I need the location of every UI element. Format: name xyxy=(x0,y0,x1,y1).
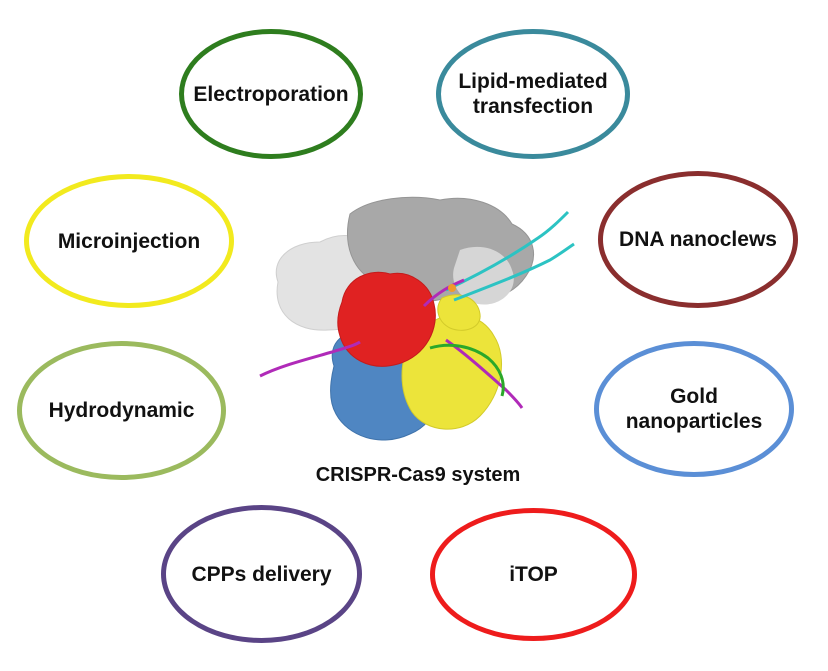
itop-ellipse: iTOP xyxy=(430,508,637,641)
crispr-cas9-label: CRISPR-Cas9 system xyxy=(315,464,521,486)
dna-nanoclews-label: DNA nanoclews xyxy=(619,228,777,251)
hydrodynamic-label: Hydrodynamic xyxy=(48,399,195,422)
green-strand xyxy=(429,343,505,397)
itop-label: iTOP xyxy=(509,563,558,586)
lipid-mediated-transfection-ellipse: Lipid-mediated transfection xyxy=(436,29,630,159)
gold-nanoparticles-ellipse: Gold nanoparticles xyxy=(594,341,794,477)
guide-rna-right xyxy=(445,338,524,409)
cpps-delivery-label: CPPs delivery xyxy=(191,562,332,586)
gold-nanoparticles-label: Gold nanoparticles xyxy=(625,385,763,433)
red-domain xyxy=(337,271,436,367)
lipid-mediated-transfection-label: Lipid-mediated transfection xyxy=(458,70,608,118)
guide-rna-upper xyxy=(422,278,465,308)
electroporation-ellipse: Electroporation xyxy=(179,29,363,159)
cpps-delivery-ellipse: CPPs delivery xyxy=(161,505,362,643)
microinjection-ellipse: Microinjection xyxy=(24,174,234,308)
target-dna-strand-2 xyxy=(453,242,575,302)
hydrodynamic-ellipse: Hydrodynamic xyxy=(17,341,226,480)
guide-rna-left xyxy=(259,340,361,378)
yellow-upper-domain xyxy=(437,294,481,331)
target-dna-strand-1 xyxy=(445,210,570,292)
cas9-structure-illustration xyxy=(259,196,575,441)
orange-accent xyxy=(448,284,456,292)
dna-nanoclews-ellipse: DNA nanoclews xyxy=(598,171,798,308)
electroporation-label: Electroporation xyxy=(193,82,349,106)
microinjection-label: Microinjection xyxy=(57,229,201,253)
